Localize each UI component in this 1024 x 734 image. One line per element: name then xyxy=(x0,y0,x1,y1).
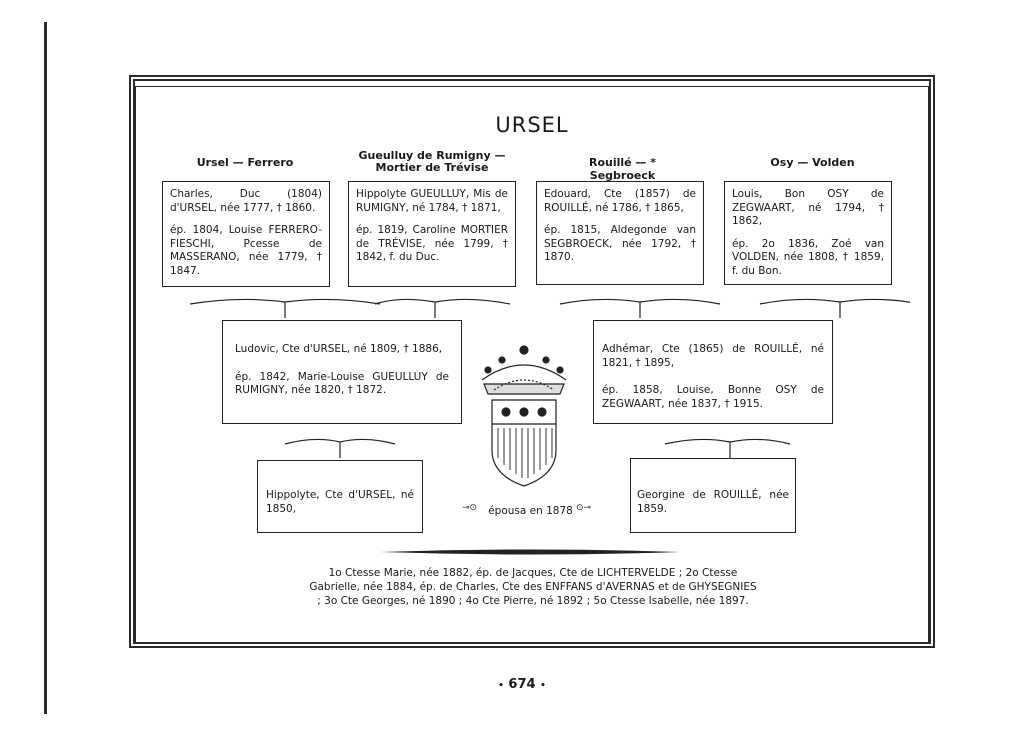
separator-flourish xyxy=(380,549,680,555)
parent-wife-text: ép. 1858, Louise, Bonne OSY de ZEGWAART,… xyxy=(602,384,824,410)
child-box-rouille: Georgine de ROUILLÉ, née 1859. xyxy=(630,458,796,533)
binding-edge xyxy=(44,22,47,714)
page-title: URSEL xyxy=(495,113,569,137)
ancestor-wife-text: ép. 1804, Louise FERRERO-FIESCHI, Pcesse… xyxy=(170,224,322,277)
page-number: • 674 • xyxy=(498,677,546,692)
connector-brackets-middle xyxy=(284,438,791,458)
ornament-left-icon: ⊸⊙ xyxy=(462,503,478,513)
inner-border xyxy=(135,86,929,643)
children-list: 1o Ctesse Marie, née 1882, ép. de Jacque… xyxy=(309,567,757,607)
child-box-ursel: Hippolyte, Cte d'URSEL, né 1850, xyxy=(257,460,423,533)
ancestor-box-rouille-segbroeck: Edouard, Cte (1857) de ROUILLÉ, né 1786,… xyxy=(536,181,704,285)
ancestor-husband-text: Hippolyte GUEULLUY, Mis de RUMIGNY, né 1… xyxy=(356,188,508,214)
ancestor-box-osy-volden: Louis, Bon OSY de ZEGWAART, né 1794, † 1… xyxy=(724,181,892,285)
coronet-icon xyxy=(481,345,567,395)
ancestor-husband-text: Charles, Duc (1804) d'URSEL, née 1777, †… xyxy=(170,188,322,214)
ancestor-husband-text: Louis, Bon OSY de ZEGWAART, né 1794, † 1… xyxy=(732,188,884,227)
ancestor-box-ursel-ferrero: Charles, Duc (1804) d'URSEL, née 1777, †… xyxy=(162,181,330,287)
parent-wife-text: ép. 1842, Marie-Louise GUEULLUY de RUMIG… xyxy=(235,370,449,397)
parent-box-ursel: Ludovic, Cte d'URSEL, né 1809, † 1886, é… xyxy=(222,320,462,424)
parent-husband-text: Adhémar, Cte (1865) de ROUILLÉ, né 1821,… xyxy=(602,343,824,369)
decorative-border xyxy=(129,75,935,648)
ancestor-husband-text: Edouard, Cte (1857) de ROUILLÉ, né 1786,… xyxy=(544,188,696,214)
parent-box-rouille: Adhémar, Cte (1865) de ROUILLÉ, né 1821,… xyxy=(593,320,833,424)
column-heading-osy-volden: Osy — Volden xyxy=(770,156,855,169)
connector-brackets-top xyxy=(189,298,910,318)
ornament-right-icon: ⊙⊸ xyxy=(576,503,592,513)
page-number-value: 674 xyxy=(508,677,536,692)
column-heading-ursel-ferrero: Ursel — Ferrero xyxy=(196,156,294,169)
column-heading-gueulluy-mortier: Gueulluy de Rumigny — Mortier de Trévise xyxy=(358,149,506,174)
marriage-caption: épousa en 1878 xyxy=(488,505,573,517)
parent-husband-text: Ludovic, Cte d'URSEL, né 1809, † 1886, xyxy=(235,343,443,355)
ancestor-box-gueulluy-mortier: Hippolyte GUEULLUY, Mis de RUMIGNY, né 1… xyxy=(348,181,516,287)
column-heading-rouille-segbroeck: Rouillé — * Segbroeck xyxy=(588,156,657,182)
coat-of-arms-icon xyxy=(481,345,567,487)
ancestor-wife-text: ép. 1819, Caroline MORTIER de TRÉVISE, n… xyxy=(356,224,508,263)
ancestor-wife-text: ép. 2o 1836, Zoé van VOLDEN, née 1808, †… xyxy=(732,237,884,277)
ancestor-wife-text: ép. 1815, Aldegonde van SEGBROECK, née 1… xyxy=(544,224,696,263)
